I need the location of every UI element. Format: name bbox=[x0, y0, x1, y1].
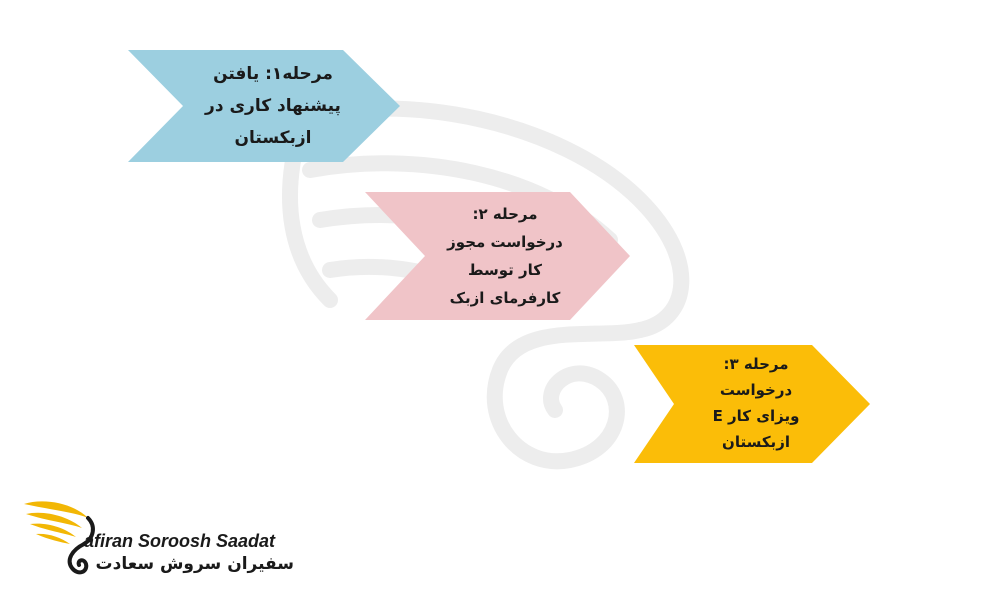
company-logo: afiran Soroosh Saadat سفیران سروش سعادت bbox=[22, 496, 294, 586]
step-3-line: ویزای کار E bbox=[712, 407, 800, 425]
step-3-line: درخواست bbox=[719, 381, 793, 399]
step-3-line: مرحله ۳: bbox=[723, 355, 789, 373]
step-2-line: کار توسط bbox=[467, 261, 543, 279]
step-3-chevron bbox=[634, 345, 870, 463]
step-3-label: مرحله ۳: درخواست ویزای کار E ازبکستان bbox=[676, 351, 836, 455]
step-2-chevron bbox=[365, 192, 630, 320]
step-1-chevron bbox=[128, 50, 400, 162]
step-3-arrow: مرحله ۳: درخواست ویزای کار E ازبکستان bbox=[634, 345, 870, 463]
step-2-label: مرحله ۲: درخواست مجوز کار توسط کارفرمای … bbox=[410, 200, 600, 312]
step-2-line: کارفرمای ازبک bbox=[449, 289, 561, 307]
step-1-arrow-shape bbox=[128, 50, 400, 162]
step-2-line: مرحله ۲: bbox=[472, 205, 538, 223]
step-1-arrow: مرحله۱: یافتن پیشنهاد کاری در ازبکستان bbox=[128, 50, 400, 162]
step-3-arrow-shape bbox=[634, 345, 870, 463]
step-1-line: ازبکستان bbox=[234, 128, 312, 148]
step-2-line: درخواست مجوز bbox=[447, 233, 563, 251]
logo-name-persian: سفیران سروش سعادت bbox=[95, 554, 294, 574]
step-2-arrow-shape bbox=[365, 192, 630, 320]
logo-name-english: afiran Soroosh Saadat bbox=[84, 531, 276, 551]
step-1-line: پیشنهاد کاری در bbox=[205, 96, 341, 116]
step-2-arrow: مرحله ۲: درخواست مجوز کار توسط کارفرمای … bbox=[365, 192, 630, 320]
swan-wing-logo-icon bbox=[24, 501, 95, 575]
step-1-label: مرحله۱: یافتن پیشنهاد کاری در ازبکستان bbox=[168, 58, 378, 154]
step-3-line: ازبکستان bbox=[722, 433, 790, 451]
step-1-line: مرحله۱: یافتن bbox=[213, 64, 333, 84]
